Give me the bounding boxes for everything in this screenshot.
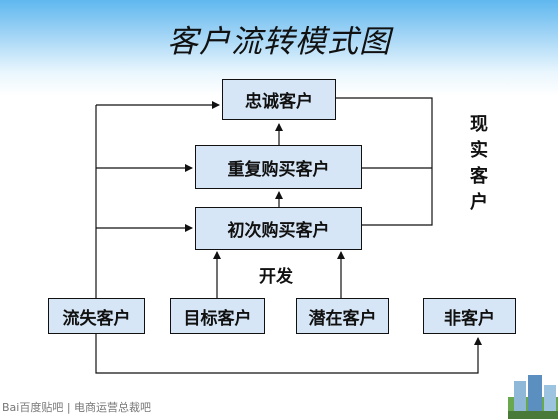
real-customers-bracket: [336, 97, 433, 226]
potential-customer-box: 潜在客户: [296, 298, 389, 334]
develop-label: 开发: [259, 267, 293, 287]
loyal-customer-box: 忠诚客户: [222, 79, 336, 120]
first-customer-box: 初次购买客户: [195, 207, 362, 250]
watermark-text: Bai百度贴吧 | 电商运营总裁吧: [2, 401, 152, 414]
building-graphic: [508, 375, 558, 419]
real-customers-label: 现实客户: [467, 114, 488, 218]
repeat-customer-box: 重复购买客户: [195, 145, 362, 189]
arrow-lost-to-non: [95, 334, 482, 374]
non-customer-box: 非客户: [423, 298, 516, 334]
lost-customer-box: 流失客户: [48, 298, 145, 334]
target-customer-box: 目标客户: [170, 298, 265, 334]
diagram-title: 客户流转模式图: [167, 24, 391, 60]
